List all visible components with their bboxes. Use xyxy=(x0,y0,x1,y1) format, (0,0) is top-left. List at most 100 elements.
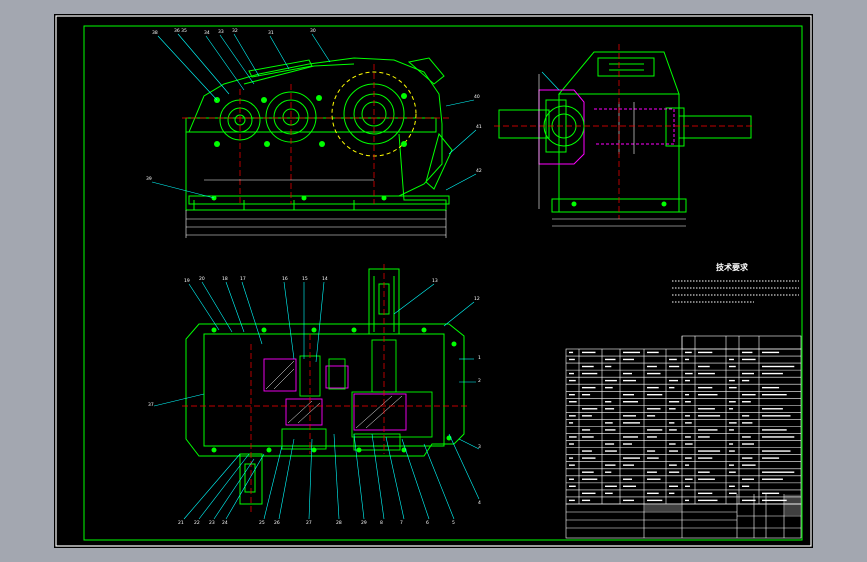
bom-cell-text xyxy=(729,429,734,431)
svg-text:3: 3 xyxy=(478,444,481,450)
drawing-sheet xyxy=(54,14,813,548)
svg-text:4: 4 xyxy=(478,500,481,506)
bom-cell-text xyxy=(582,408,598,410)
svg-text:34: 34 xyxy=(204,30,210,36)
svg-text:22: 22 xyxy=(194,520,200,526)
bom-cell-text xyxy=(762,492,780,495)
bom-cell-text xyxy=(582,450,592,452)
bom-cell-text xyxy=(605,422,613,424)
bom-cell-text xyxy=(623,422,640,424)
bom-cell-text xyxy=(685,379,690,382)
bom-cell-text xyxy=(669,358,677,361)
bom-cell-text xyxy=(685,485,690,487)
bom-cell-text xyxy=(762,429,787,431)
bom-cell-text xyxy=(729,485,735,487)
bom-cell-text xyxy=(762,457,780,459)
bom-cell-text xyxy=(647,457,659,459)
svg-text:36 35: 36 35 xyxy=(174,28,187,34)
bom-cell-text xyxy=(685,464,690,466)
outer-frame xyxy=(55,15,812,547)
bill-of-materials xyxy=(565,335,802,505)
bom-cell-text xyxy=(647,471,657,473)
bom-cell-text xyxy=(729,443,734,445)
svg-text:18: 18 xyxy=(222,276,228,282)
bom-cell-text xyxy=(569,457,574,459)
bom-cell-text xyxy=(623,436,638,438)
bom-cell-text xyxy=(582,492,596,495)
bom-cell-text xyxy=(647,386,659,389)
bom-cell-text xyxy=(685,457,692,459)
bom-cell-text xyxy=(647,436,657,438)
bom-cell-text xyxy=(698,429,718,431)
bom-cell-text xyxy=(569,401,577,403)
bom-cell-text xyxy=(742,372,754,375)
bom-cell-text xyxy=(623,464,634,466)
bom-cell-text xyxy=(647,408,661,410)
svg-text:42: 42 xyxy=(476,168,482,174)
bom-cell-text xyxy=(623,372,632,375)
bom-cell-text xyxy=(582,351,596,354)
bom-cell-text xyxy=(698,393,718,396)
bom-cell-text xyxy=(605,408,615,410)
svg-text:14: 14 xyxy=(322,276,328,282)
bom-cell-text xyxy=(669,485,678,487)
bom-cell-text xyxy=(729,422,737,424)
bom-cell-text xyxy=(762,478,783,480)
bom-cell-text xyxy=(647,393,663,396)
bom-cell-text xyxy=(698,415,721,417)
bom-cell-text xyxy=(669,401,680,403)
bom-cell-text xyxy=(623,393,634,396)
svg-text:25: 25 xyxy=(259,520,265,526)
bom-cell-text xyxy=(762,450,791,452)
bom-cell-text xyxy=(647,478,661,480)
bom-cell-text xyxy=(605,379,617,382)
bom-cell-text xyxy=(605,464,616,466)
bom-cell-text xyxy=(762,351,780,354)
bom-cell-text xyxy=(742,415,750,417)
bom-cell-text xyxy=(698,372,715,375)
bom-cell-text xyxy=(605,401,612,403)
bom-cell-text xyxy=(742,436,751,438)
bom-cell-text xyxy=(742,358,756,361)
technical-requirements: 技术要求 xyxy=(672,262,799,303)
bom-cell-text xyxy=(569,415,576,417)
bom-cell-text xyxy=(647,365,657,368)
bom-cell-text xyxy=(698,351,713,354)
bom-cell-text xyxy=(623,415,636,417)
svg-text:20: 20 xyxy=(199,276,205,282)
bom-cell-text xyxy=(729,358,734,361)
bom-cell-text xyxy=(669,422,675,424)
bom-cell-text xyxy=(582,436,594,438)
bom-cell-text xyxy=(669,429,677,431)
bom-cell-text xyxy=(698,436,710,438)
svg-text:27: 27 xyxy=(306,520,312,526)
bom-cell-text xyxy=(729,450,735,452)
bom-cell-text xyxy=(762,499,787,502)
bom-cell-text xyxy=(762,365,795,368)
bom-cell-text xyxy=(685,351,692,354)
bom-cell-text xyxy=(605,365,612,368)
bom-cell-text xyxy=(762,436,795,438)
bom-cell-text xyxy=(742,379,750,382)
bom-cell-text xyxy=(569,351,574,354)
bom-cell-text xyxy=(582,393,591,396)
bom-cell-text xyxy=(605,471,612,473)
bom-cell-text xyxy=(685,393,690,396)
bom-cell-text xyxy=(698,386,713,389)
bom-cell-text xyxy=(569,478,574,480)
inner-frame xyxy=(83,25,803,541)
bom-cell-text xyxy=(647,499,663,502)
svg-text:2: 2 xyxy=(478,378,481,384)
bom-cell-text xyxy=(698,408,715,410)
bom-cell-text xyxy=(742,499,756,502)
bom-cell-text xyxy=(685,401,691,403)
bom-cell-text xyxy=(623,351,640,354)
bom-cell-text xyxy=(685,415,690,417)
bom-cell-text xyxy=(647,372,661,375)
svg-text:8: 8 xyxy=(380,520,383,526)
bom-cell-text xyxy=(762,386,780,389)
bom-cell-text xyxy=(669,492,675,495)
bom-cell-text xyxy=(762,372,783,375)
